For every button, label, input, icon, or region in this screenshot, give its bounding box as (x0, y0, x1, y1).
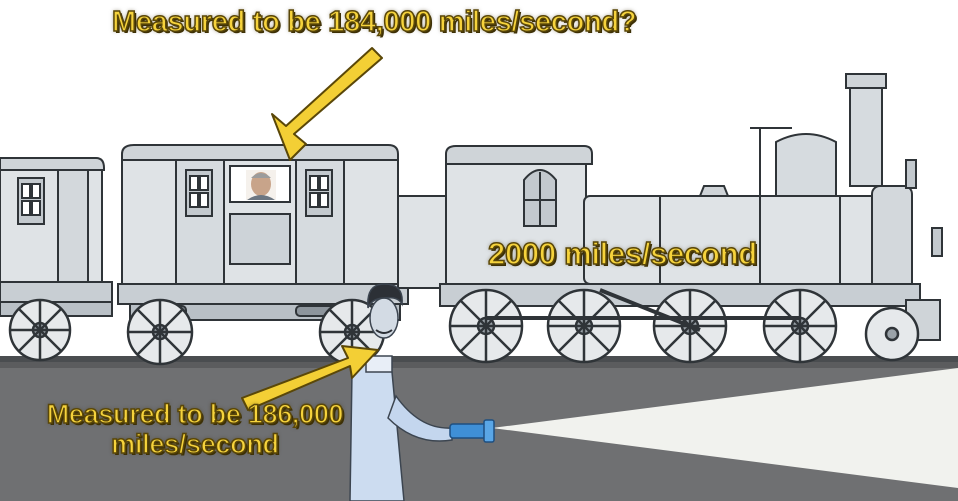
rear-carriage (0, 158, 112, 316)
train-speed-caption: 2000 miles/second (488, 236, 757, 272)
portrait-icon (246, 170, 276, 200)
ground-measurement-caption: Measured to be 186,000 miles/second (40, 399, 350, 459)
passenger-measurement-caption: Measured to be 184,000 miles/second? (112, 6, 636, 39)
rear-carriage-wheel (10, 300, 70, 360)
flashlight-icon (450, 420, 494, 442)
